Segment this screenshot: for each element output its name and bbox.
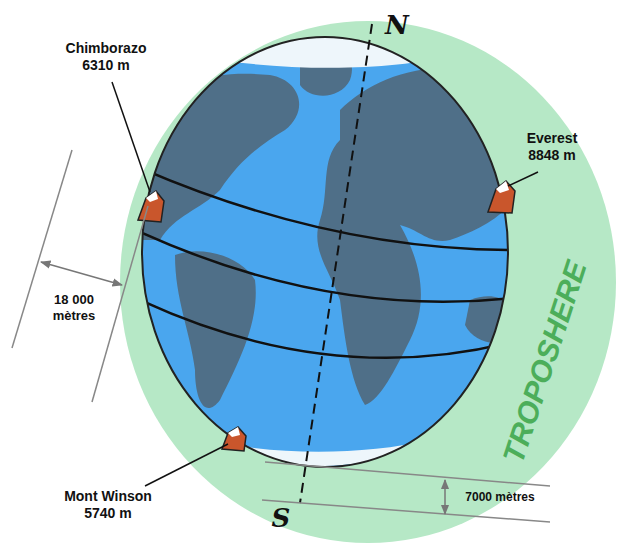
ice-cap xyxy=(220,27,450,67)
mountain-label: Chimborazo 6310 m xyxy=(58,40,154,74)
dimension-line xyxy=(92,206,148,402)
mountain-everest xyxy=(488,181,515,213)
dimension-label: 18 000 mètres xyxy=(38,292,110,323)
snow-cap xyxy=(146,191,158,202)
leader-line xyxy=(112,82,150,192)
mountain-mont-winson xyxy=(222,427,246,451)
earth-outline xyxy=(142,37,508,467)
dimension-arrow xyxy=(444,480,446,514)
mountain-label: Mont Winson 5740 m xyxy=(50,488,166,522)
earth-axis xyxy=(300,24,372,503)
pole-label: N xyxy=(382,10,412,41)
dimension-label: 7000 mètres xyxy=(452,490,548,504)
leader-line xyxy=(145,444,228,486)
dimension-arrow xyxy=(41,262,122,285)
dimension-line xyxy=(265,462,550,486)
snow-cap xyxy=(228,427,240,437)
pole-label: S xyxy=(266,503,296,534)
mountain-label: Everest 8848 m xyxy=(512,130,592,164)
snow-cap xyxy=(496,181,509,193)
continent xyxy=(465,296,516,342)
latitude-line xyxy=(140,232,512,302)
mountain-chimborazo xyxy=(138,191,164,222)
continent xyxy=(317,67,532,405)
latitude-line xyxy=(140,168,512,250)
leader-line xyxy=(508,172,538,186)
continents xyxy=(140,27,533,466)
troposphere-layer xyxy=(120,21,616,543)
